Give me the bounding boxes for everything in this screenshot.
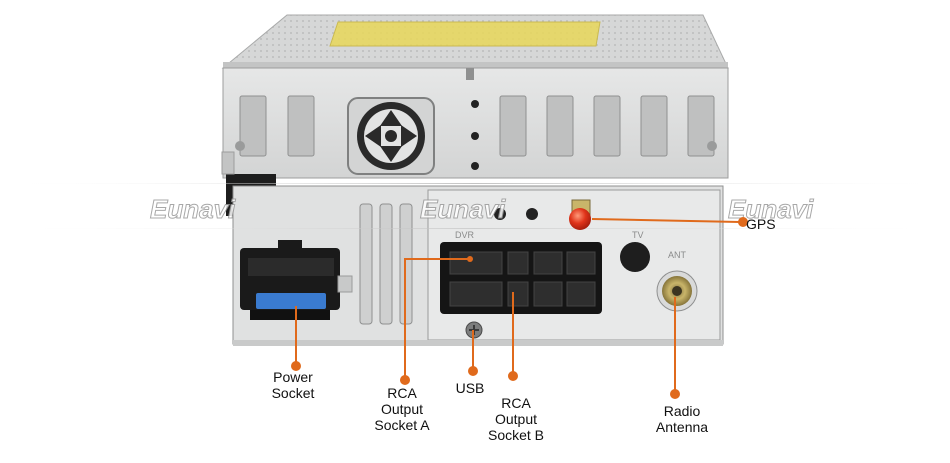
- usb-label: USB: [455, 380, 485, 396]
- tv-input-hole: [620, 242, 650, 272]
- callout-dots: [291, 217, 748, 399]
- radio-antenna-jack: [656, 270, 698, 312]
- watermark-1: Eunavi: [150, 194, 236, 224]
- radio-antenna-label: Radio Antenna: [655, 403, 709, 435]
- yellow-sticker: [329, 21, 601, 47]
- tv-marking: TV: [632, 230, 644, 240]
- gps-label: GPS: [746, 216, 776, 232]
- callout-lines: [295, 218, 741, 392]
- watermark-band-right: [0, 228, 950, 229]
- power-side-tab: [337, 275, 353, 293]
- watermark-band-left: [0, 183, 950, 184]
- rca-output-socket-a-label: RCA Output Socket A: [374, 385, 430, 433]
- gps-connector: [569, 199, 591, 230]
- bottom-lip: [233, 340, 723, 346]
- top-lid-edge: [223, 62, 728, 70]
- mount-holes: [235, 68, 717, 170]
- rca-output-socket-b-label: RCA Output Socket B: [487, 395, 545, 443]
- top-plate-holes: [494, 208, 538, 220]
- dvr-marking: DVR: [455, 230, 475, 240]
- watermark-2: Eunavi: [420, 194, 506, 224]
- power-socket-label: Power Socket: [271, 369, 315, 401]
- vent-slots: [239, 95, 715, 157]
- power-socket-connector: [240, 240, 340, 320]
- ant-marking: ANT: [668, 250, 687, 260]
- connector-block: [440, 242, 602, 314]
- cooling-fan: [347, 97, 435, 175]
- side-tab-left: [221, 151, 235, 175]
